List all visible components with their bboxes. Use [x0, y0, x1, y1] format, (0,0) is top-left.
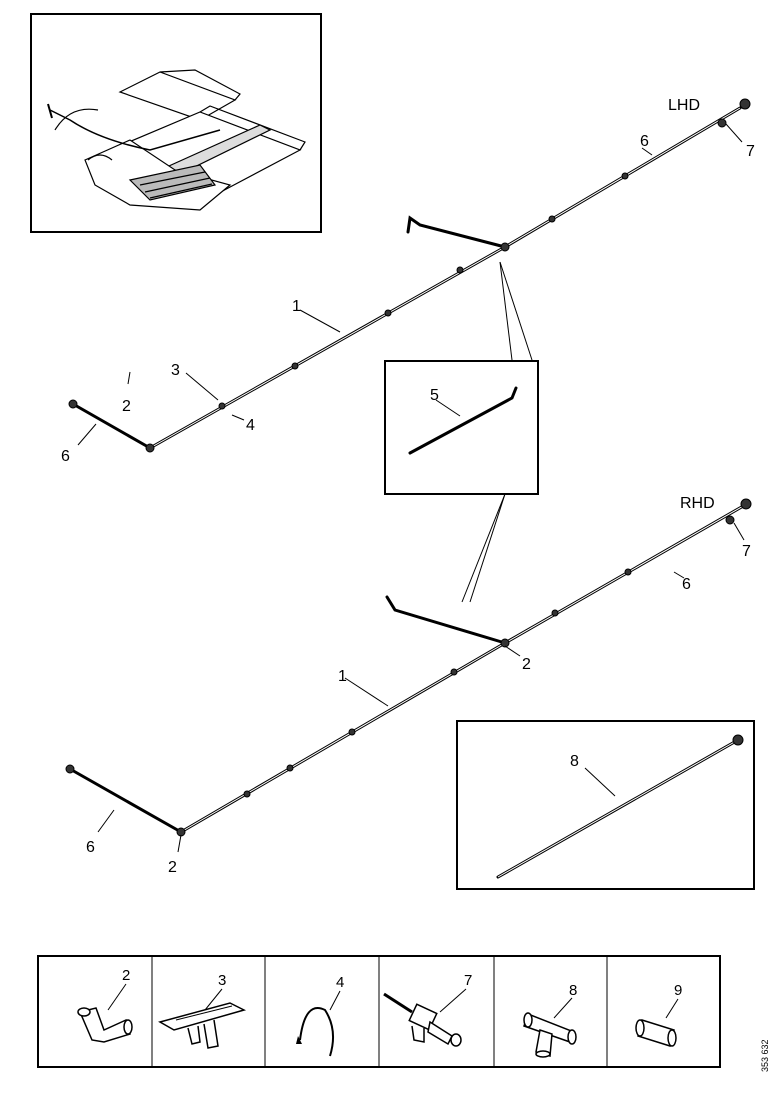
elbow-connector-icon [77, 1007, 133, 1043]
part-number-3: 3 [218, 972, 226, 989]
cable-tie-icon [296, 1007, 335, 1057]
parts-cell-9: 9 [635, 982, 682, 1047]
rhd-washer-pipe-assembly [65, 498, 752, 837]
rhd-label: RHD [680, 495, 715, 512]
part-number-4: 4 [336, 974, 344, 991]
parts-cell-7: 7 [383, 972, 472, 1047]
rhd-callout-hose-left: 6 [86, 839, 95, 856]
rhd-callout-valve-7: 7 [742, 543, 751, 560]
inset-5-callout: 5 [430, 387, 439, 404]
lhd-callout-clip-3: 3 [171, 362, 180, 379]
mounting-clip-icon [158, 1002, 247, 1049]
drawing-reference: 353 632 [760, 1039, 770, 1072]
detail-inset-5: 5 [384, 360, 539, 603]
rhd-leader-lines [97, 522, 745, 853]
valve-connector-icon [383, 992, 462, 1047]
vehicle-overview-inset [30, 13, 322, 233]
rhd-callout-clip-mid: 2 [522, 656, 531, 673]
detail-inset-8: 8 [456, 720, 755, 890]
parts-strip: 2 3 4 [37, 955, 721, 1068]
part-number-7: 7 [464, 972, 472, 989]
parts-cell-8: 8 [523, 982, 577, 1058]
lhd-leader-lines [77, 123, 743, 446]
parts-cell-3: 3 [158, 972, 247, 1049]
part-number-2: 2 [122, 967, 130, 984]
lhd-callout-tie-4: 4 [246, 417, 255, 434]
lhd-callout-hose-left: 6 [61, 448, 70, 465]
rhd-callout-pipe: 1 [338, 668, 347, 685]
lhd-callout-clip-2: 2 [122, 398, 131, 415]
lhd-callout-pipe: 1 [292, 298, 301, 315]
t-connector-icon [523, 1012, 577, 1058]
rhd-callout-hose-right: 6 [682, 576, 691, 593]
part-number-9: 9 [674, 982, 682, 999]
part-number-8: 8 [569, 982, 577, 999]
inset-8-callout: 8 [570, 753, 579, 770]
straight-connector-icon [635, 1019, 677, 1047]
rhd-callout-clip-end: 2 [168, 859, 177, 876]
lhd-callout-hose-right: 6 [640, 133, 649, 150]
lhd-washer-pipe-assembly [68, 98, 751, 453]
lhd-callout-valve-7: 7 [746, 143, 755, 160]
vehicle-floor-illustration [47, 69, 306, 211]
lhd-label: LHD [668, 97, 700, 114]
parts-cell-2: 2 [77, 967, 133, 1043]
parts-cell-4: 4 [296, 974, 344, 1057]
